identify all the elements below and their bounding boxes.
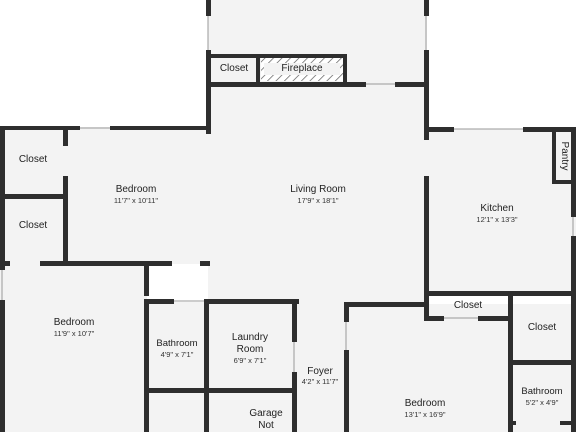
room-label-fireplace: Fireplace xyxy=(264,63,340,75)
floor-kitchen xyxy=(427,129,576,294)
room-dims-kitchen: 12'1" x 13'3" xyxy=(476,215,518,224)
room-dims-bedroom-3: 13'1" x 16'9" xyxy=(404,410,446,419)
room-label-bathroom-1: Bathroom xyxy=(156,338,198,349)
room-label-closet-right: Closet xyxy=(527,322,557,333)
room-label-garage-1: Garage xyxy=(249,408,283,419)
room-dims-bathroom-2: 5'2" x 4'9" xyxy=(525,398,559,407)
room-label-kitchen: Kitchen xyxy=(480,203,514,214)
room-label-bedroom-3: Bedroom xyxy=(404,398,446,409)
room-label-laundry-1: Laundry xyxy=(231,332,269,343)
room-label-laundry-2: Room xyxy=(236,344,264,355)
room-dims-foyer: 4'2" x 11'7" xyxy=(301,377,339,386)
room-label-bathroom-2: Bathroom xyxy=(521,386,563,397)
room-dims-living-room: 17'9" x 18'1" xyxy=(297,196,339,205)
room-label-closet-left-2: Closet xyxy=(18,220,48,231)
floor-bedroom-3 xyxy=(347,304,576,432)
room-label-closet-mid: Closet xyxy=(453,300,483,311)
floor-bath-1 xyxy=(147,302,207,432)
room-dims-laundry: 6'9" x 7'1" xyxy=(233,356,267,365)
room-label-foyer: Foyer xyxy=(307,366,333,377)
room-label-closet-top: Closet xyxy=(219,63,249,74)
room-dims-bathroom-1: 4'9" x 7'1" xyxy=(160,350,194,359)
room-label-bedroom-2: Bedroom xyxy=(53,317,95,328)
openings xyxy=(1,16,574,372)
room-dims-bedroom-2: 11'9" x 10'7" xyxy=(53,329,95,338)
room-dims-bedroom-1: 11'7" x 10'11" xyxy=(113,196,159,205)
room-label-garage-2: Not xyxy=(258,420,274,431)
room-label-closet-left-1: Closet xyxy=(18,154,48,165)
room-label-pantry: Pantry xyxy=(559,141,570,171)
room-label-living-room: Living Room xyxy=(290,184,346,195)
room-label-bedroom-1: Bedroom xyxy=(115,184,157,195)
floor-bedroom-2 xyxy=(0,264,147,432)
